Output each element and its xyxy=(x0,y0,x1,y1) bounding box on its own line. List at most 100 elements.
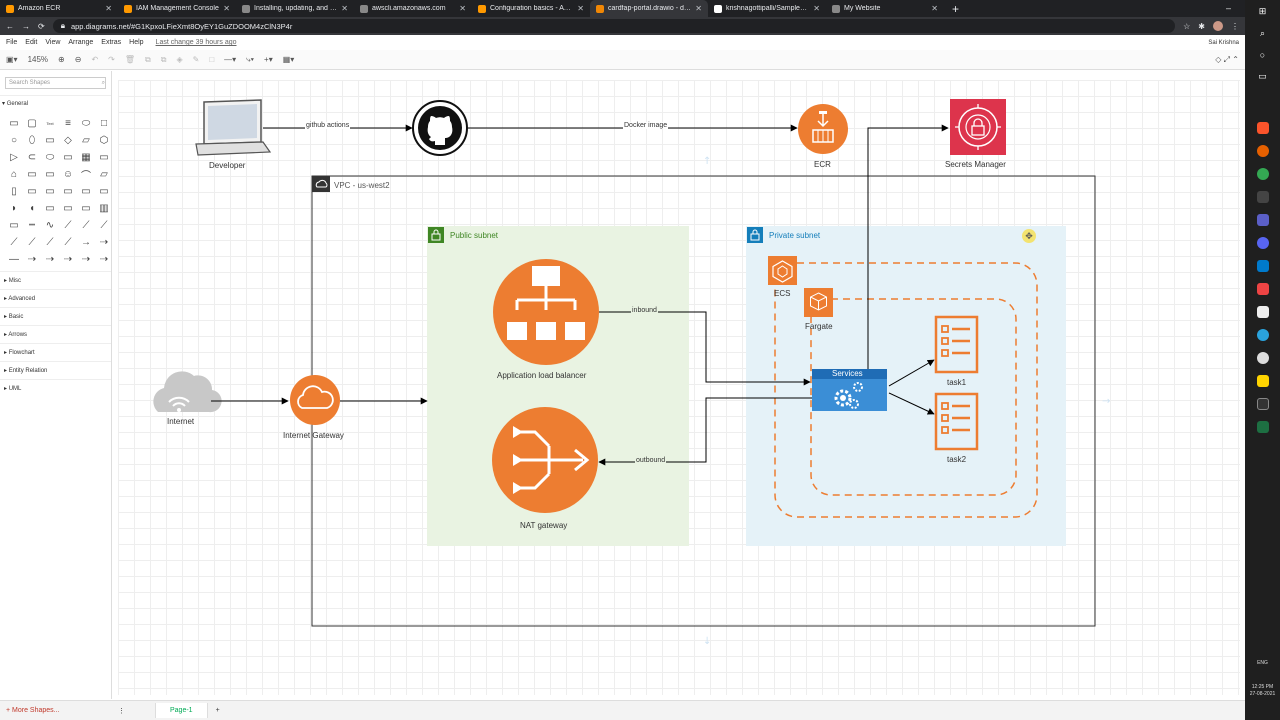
ecs-cluster-boundary[interactable] xyxy=(774,262,1038,518)
shape-item[interactable]: ⇢ xyxy=(45,253,55,265)
shape-item[interactable]: ◖ xyxy=(28,202,36,214)
shape-item[interactable]: ☺ xyxy=(62,168,74,180)
menu-extras[interactable]: Extras xyxy=(101,39,122,46)
firefox-icon[interactable] xyxy=(1256,145,1269,157)
browser-tab[interactable]: IAM Management Console✕ xyxy=(118,0,236,17)
sidebar-section-misc[interactable]: ▸ Misc xyxy=(0,271,111,289)
shape-item[interactable]: Text xyxy=(46,120,54,126)
shape-item[interactable]: ⊂ xyxy=(27,151,37,163)
forward-icon[interactable]: → xyxy=(22,21,30,31)
sidebar-section-flowchart[interactable]: ▸ Flowchart xyxy=(0,343,111,361)
shape-item[interactable]: ▭ xyxy=(81,185,91,197)
shape-item[interactable]: ▭ xyxy=(45,185,55,197)
menu-file[interactable]: File xyxy=(6,39,18,46)
edge-services-task2[interactable] xyxy=(888,392,935,415)
sidebar-section-uml[interactable]: ▸ UML xyxy=(0,379,111,397)
shape-item[interactable]: ⇢ xyxy=(99,236,109,248)
browser-tab[interactable]: Amazon ECR✕ xyxy=(0,0,118,17)
shape-item[interactable]: → xyxy=(81,236,91,248)
shape-item[interactable]: ▭ xyxy=(63,151,73,163)
sidebar-section-general[interactable]: ▾ General xyxy=(0,95,111,111)
new-tab-button[interactable]: + xyxy=(952,1,960,16)
browser-tab[interactable]: My Website✕ xyxy=(826,0,944,17)
pages-menu-icon[interactable]: ⋮ xyxy=(118,707,125,715)
menu-view[interactable]: View xyxy=(45,39,61,46)
shape-item[interactable]: ⟋ xyxy=(10,236,18,248)
shape-item[interactable]: ⟋ xyxy=(64,236,72,248)
star-icon[interactable]: ☆ xyxy=(1183,21,1191,31)
back-icon[interactable]: ← xyxy=(6,21,14,31)
shape-item[interactable]: ▭ xyxy=(63,202,73,214)
shape-item[interactable]: ▭ xyxy=(9,117,19,129)
shape-item[interactable]: ▭ xyxy=(45,134,55,146)
shape-item[interactable]: ▱ xyxy=(100,168,108,180)
shape-item[interactable]: ▭ xyxy=(63,185,73,197)
task-view-icon[interactable]: ▭ xyxy=(1258,71,1267,81)
shape-item[interactable]: ⟋ xyxy=(100,219,108,231)
stickies-icon[interactable] xyxy=(1256,375,1269,387)
browser-tab[interactable]: cardfap-portal.drawio - diagram✕ xyxy=(590,0,708,17)
shape-item[interactable]: — xyxy=(9,253,19,265)
shape-item[interactable]: □ xyxy=(100,117,108,129)
app-icon[interactable] xyxy=(1256,283,1269,295)
shape-item[interactable]: ⟋ xyxy=(82,219,90,231)
connection-icon[interactable]: —▾ xyxy=(224,55,237,64)
shape-item[interactable]: ≡ xyxy=(65,117,71,129)
secrets-manager-icon[interactable] xyxy=(950,99,1006,155)
search-taskbar-icon[interactable]: ⌕ xyxy=(1259,28,1266,38)
nat-gateway-icon[interactable] xyxy=(492,407,598,513)
shape-item[interactable]: ○ xyxy=(10,134,18,146)
tab-close-icon[interactable]: ✕ xyxy=(223,4,230,13)
view-panels-icon[interactable]: ▣▾ xyxy=(6,55,18,64)
shape-item[interactable]: ⌒ xyxy=(81,170,91,182)
menu-help[interactable]: Help xyxy=(129,39,144,46)
github-icon[interactable] xyxy=(412,100,468,156)
task1-icon[interactable] xyxy=(934,315,979,374)
shape-item[interactable]: ┅ xyxy=(28,219,36,231)
undo-icon[interactable]: ↶ xyxy=(91,55,99,64)
shape-item[interactable]: ⇢ xyxy=(27,253,37,265)
telegram-icon[interactable] xyxy=(1256,329,1269,341)
internet-gateway-icon[interactable] xyxy=(290,375,340,425)
menu-arrange[interactable]: Arrange xyxy=(68,39,94,46)
shape-item[interactable]: ⬡ xyxy=(99,134,109,146)
tab-close-icon[interactable]: ✕ xyxy=(695,4,702,13)
console-icon[interactable] xyxy=(1256,398,1269,410)
url-field[interactable]: 🔒︎ app.diagrams.net/#G1KpxoLFieXmt8OyEY1… xyxy=(52,19,1176,33)
shape-item[interactable]: ∿ xyxy=(45,219,55,231)
shape-item[interactable]: ⟋ xyxy=(28,236,36,248)
sidebar-section-entity-relation[interactable]: ▸ Entity Relation xyxy=(0,361,111,379)
shape-item[interactable]: ▢ xyxy=(27,117,37,129)
private-subnet-group[interactable] xyxy=(746,226,1066,546)
shape-item[interactable]: ▷ xyxy=(10,151,18,163)
shape-item[interactable]: ⇢ xyxy=(81,253,91,265)
shape-item[interactable]: ⇢ xyxy=(63,253,73,265)
shape-item[interactable]: ▭ xyxy=(99,151,109,163)
tab-close-icon[interactable]: ✕ xyxy=(813,4,820,13)
profile-avatar[interactable] xyxy=(1213,21,1223,31)
waypoints-icon[interactable]: ⤷▾ xyxy=(246,54,255,64)
cortana-icon[interactable]: ○ xyxy=(1259,50,1266,60)
internet-cloud-icon[interactable] xyxy=(153,371,222,413)
shape-item[interactable]: ◇ xyxy=(64,134,72,146)
shape-item[interactable]: ▭ xyxy=(45,202,55,214)
discord-icon[interactable] xyxy=(1256,237,1269,249)
shape-item[interactable]: ▭ xyxy=(81,202,91,214)
browser-tab[interactable]: awscli.amazonaws.com✕ xyxy=(354,0,472,17)
browser-tab[interactable]: krishnagottipalli/SampleDjango✕ xyxy=(708,0,826,17)
shadow-icon[interactable]: □ xyxy=(209,55,215,64)
tab-close-icon[interactable]: ✕ xyxy=(341,4,348,13)
reload-icon[interactable]: ⟳ xyxy=(38,21,45,31)
sidebar-section-arrows[interactable]: ▸ Arrows xyxy=(0,325,111,343)
shape-item[interactable]: ▯ xyxy=(11,185,17,197)
chrome-icon[interactable] xyxy=(1256,168,1269,180)
shape-item[interactable]: ▭ xyxy=(45,168,55,180)
add-page-icon[interactable]: + xyxy=(215,707,220,714)
browser-tab[interactable]: Installing, updating, and uninstal✕ xyxy=(236,0,354,17)
shape-item[interactable]: ⇢ xyxy=(99,253,109,265)
shape-item[interactable]: ⟋ xyxy=(64,219,72,231)
services-node[interactable] xyxy=(812,369,887,411)
extensions-icon[interactable]: ✱ xyxy=(1198,21,1205,31)
tab-close-icon[interactable]: ✕ xyxy=(577,4,584,13)
format-panel-icon[interactable]: ◇ ⤢ ⌃ xyxy=(1215,54,1239,64)
